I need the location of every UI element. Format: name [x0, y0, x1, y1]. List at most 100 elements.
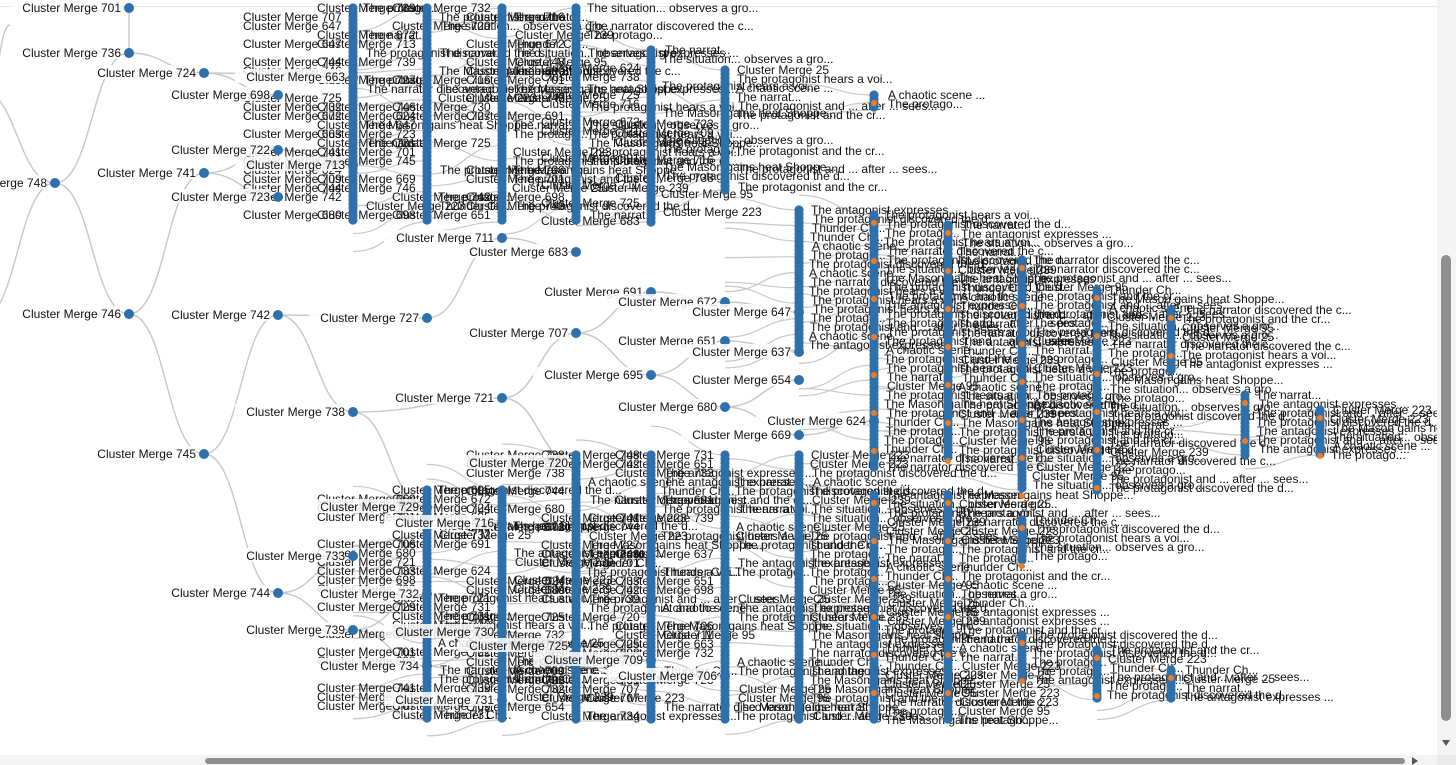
leaf-node-dot[interactable]	[945, 230, 951, 236]
node-dot[interactable]	[571, 328, 581, 338]
cluster-node[interactable]: Cluster Merge 730	[384, 624, 507, 639]
node-dot[interactable]	[720, 671, 730, 681]
cluster-node[interactable]: Cluster Merge 707	[458, 325, 581, 340]
cluster-node[interactable]: Cluster Merge 663	[235, 69, 358, 84]
node-dot[interactable]	[273, 588, 283, 598]
cluster-node-dot[interactable]	[720, 185, 730, 195]
leaf-node-dot[interactable]	[871, 220, 877, 226]
cluster-node[interactable]: Cluster Merge 729	[309, 499, 432, 514]
node-dot[interactable]	[273, 90, 283, 100]
cluster-node[interactable]: Cluster Merge 745	[86, 446, 209, 461]
leaf-node-dot[interactable]	[1094, 693, 1100, 699]
cluster-node[interactable]: Cluster Merge 744	[160, 585, 283, 600]
cluster-node[interactable]: Cluster Merge 721	[384, 390, 507, 405]
node-dot[interactable]	[348, 407, 358, 417]
leaf-node-dot[interactable]	[1094, 333, 1100, 339]
cluster-node-dot[interactable]	[720, 714, 730, 724]
node-dot[interactable]	[794, 375, 804, 385]
leaf-node-dot[interactable]	[1019, 493, 1025, 499]
leaf-node-dot[interactable]	[1019, 417, 1025, 423]
leaf-node-dot[interactable]	[871, 448, 877, 454]
node-dot[interactable]	[422, 502, 432, 512]
leaf-node-dot[interactable]	[945, 652, 951, 658]
node-dot[interactable]	[124, 48, 134, 58]
leaf-node-dot[interactable]	[871, 410, 877, 416]
node-dot[interactable]	[199, 449, 209, 459]
node-dot[interactable]	[646, 655, 656, 665]
leaf-node-dot[interactable]	[1019, 379, 1025, 385]
cluster-node-dot[interactable]	[348, 215, 358, 225]
cluster-node[interactable]: Cluster Merge 724	[86, 65, 209, 80]
cluster-node-dot[interactable]	[1017, 483, 1027, 493]
node-dot[interactable]	[422, 661, 432, 671]
cluster-node[interactable]: Cluster Merge 741	[86, 165, 209, 180]
leaf-node-dot[interactable]	[871, 334, 877, 340]
cluster-node-dot[interactable]	[571, 714, 581, 724]
cluster-node[interactable]: Cluster Merge 683	[458, 244, 581, 259]
horizontal-scrollbar-thumb[interactable]	[205, 758, 1405, 764]
leaf-node-dot[interactable]	[945, 576, 951, 582]
cluster-node[interactable]: Cluster Merge 709	[533, 652, 656, 667]
node-dot[interactable]	[199, 168, 209, 178]
leaf-node-dot[interactable]	[1019, 265, 1025, 271]
node-dot[interactable]	[869, 416, 879, 426]
leaf-node-dot[interactable]	[945, 420, 951, 426]
cluster-node[interactable]: Cluster Merge 701	[11, 0, 134, 15]
cluster-node[interactable]: Cluster Merge 734	[309, 658, 432, 673]
node-dot[interactable]	[348, 72, 358, 82]
node-dot[interactable]	[794, 347, 804, 357]
leaf-node-dot[interactable]	[1019, 341, 1025, 347]
leaf-node-dot[interactable]	[945, 538, 951, 544]
cluster-node-dot[interactable]	[1166, 365, 1176, 375]
cluster-node[interactable]: Cluster Merge 742	[160, 307, 283, 322]
leaf-node-dot[interactable]	[871, 690, 877, 696]
leaf-node-dot[interactable]	[1168, 353, 1174, 359]
node-dot[interactable]	[646, 370, 656, 380]
cluster-node[interactable]: Cluster Merge 731	[384, 692, 507, 707]
node-dot[interactable]	[497, 233, 507, 243]
cluster-node-dot[interactable]	[869, 714, 879, 724]
leaf-node-dot[interactable]	[871, 576, 877, 582]
cluster-node[interactable]: Cluster Merge 624	[756, 413, 879, 428]
node-dot[interactable]	[497, 627, 507, 637]
leaf-node-dot[interactable]	[871, 500, 877, 506]
leaf-node-dot[interactable]	[1019, 303, 1025, 309]
leaf-node-dot[interactable]	[945, 690, 951, 696]
cluster-node-dot[interactable]	[794, 714, 804, 724]
node-dot[interactable]	[273, 310, 283, 320]
vertical-scrollbar[interactable]	[1437, 0, 1456, 755]
leaf-node-dot[interactable]	[871, 614, 877, 620]
cluster-node[interactable]: Cluster Merge 739	[235, 622, 358, 637]
leaf-node-dot[interactable]	[1019, 563, 1025, 569]
leaf-node-dot[interactable]	[1168, 315, 1174, 321]
leaf-node-dot[interactable]	[945, 614, 951, 620]
cluster-node[interactable]: Cluster Merge 716	[384, 515, 507, 530]
leaf-node-dot[interactable]	[945, 458, 951, 464]
cluster-node[interactable]: Cluster Merge 738	[235, 404, 358, 419]
leaf-node-dot[interactable]	[1242, 438, 1248, 444]
cluster-node[interactable]: Cluster Merge 736	[11, 45, 134, 60]
cluster-node-dot[interactable]	[497, 713, 507, 723]
node-dot[interactable]	[348, 551, 358, 561]
cluster-node[interactable]: Cluster Merge 654	[681, 372, 804, 387]
cluster-node[interactable]: Cluster Merge 669	[681, 427, 804, 442]
scroll-down-arrow-icon[interactable]	[1442, 740, 1450, 746]
cluster-node[interactable]: Cluster Merge 637	[681, 344, 804, 359]
node-dot[interactable]	[497, 695, 507, 705]
node-dot[interactable]	[794, 307, 804, 317]
cluster-node-dot[interactable]	[646, 714, 656, 724]
leaf-node-dot[interactable]	[1019, 525, 1025, 531]
cluster-node[interactable]: Cluster Merge 733	[235, 548, 358, 563]
horizontal-scrollbar[interactable]	[0, 755, 1437, 765]
node-dot[interactable]	[348, 625, 358, 635]
leaf-node-dot[interactable]	[1094, 655, 1100, 661]
node-dot[interactable]	[124, 309, 134, 319]
node-dot[interactable]	[199, 68, 209, 78]
leaf-node-dot[interactable]	[871, 372, 877, 378]
cluster-node-dot[interactable]	[497, 215, 507, 225]
leaf-node-dot[interactable]	[871, 258, 877, 264]
leaf-node-dot[interactable]	[1094, 447, 1100, 453]
node-dot[interactable]	[497, 518, 507, 528]
leaf-node-dot[interactable]	[1094, 371, 1100, 377]
node-dot[interactable]	[720, 402, 730, 412]
